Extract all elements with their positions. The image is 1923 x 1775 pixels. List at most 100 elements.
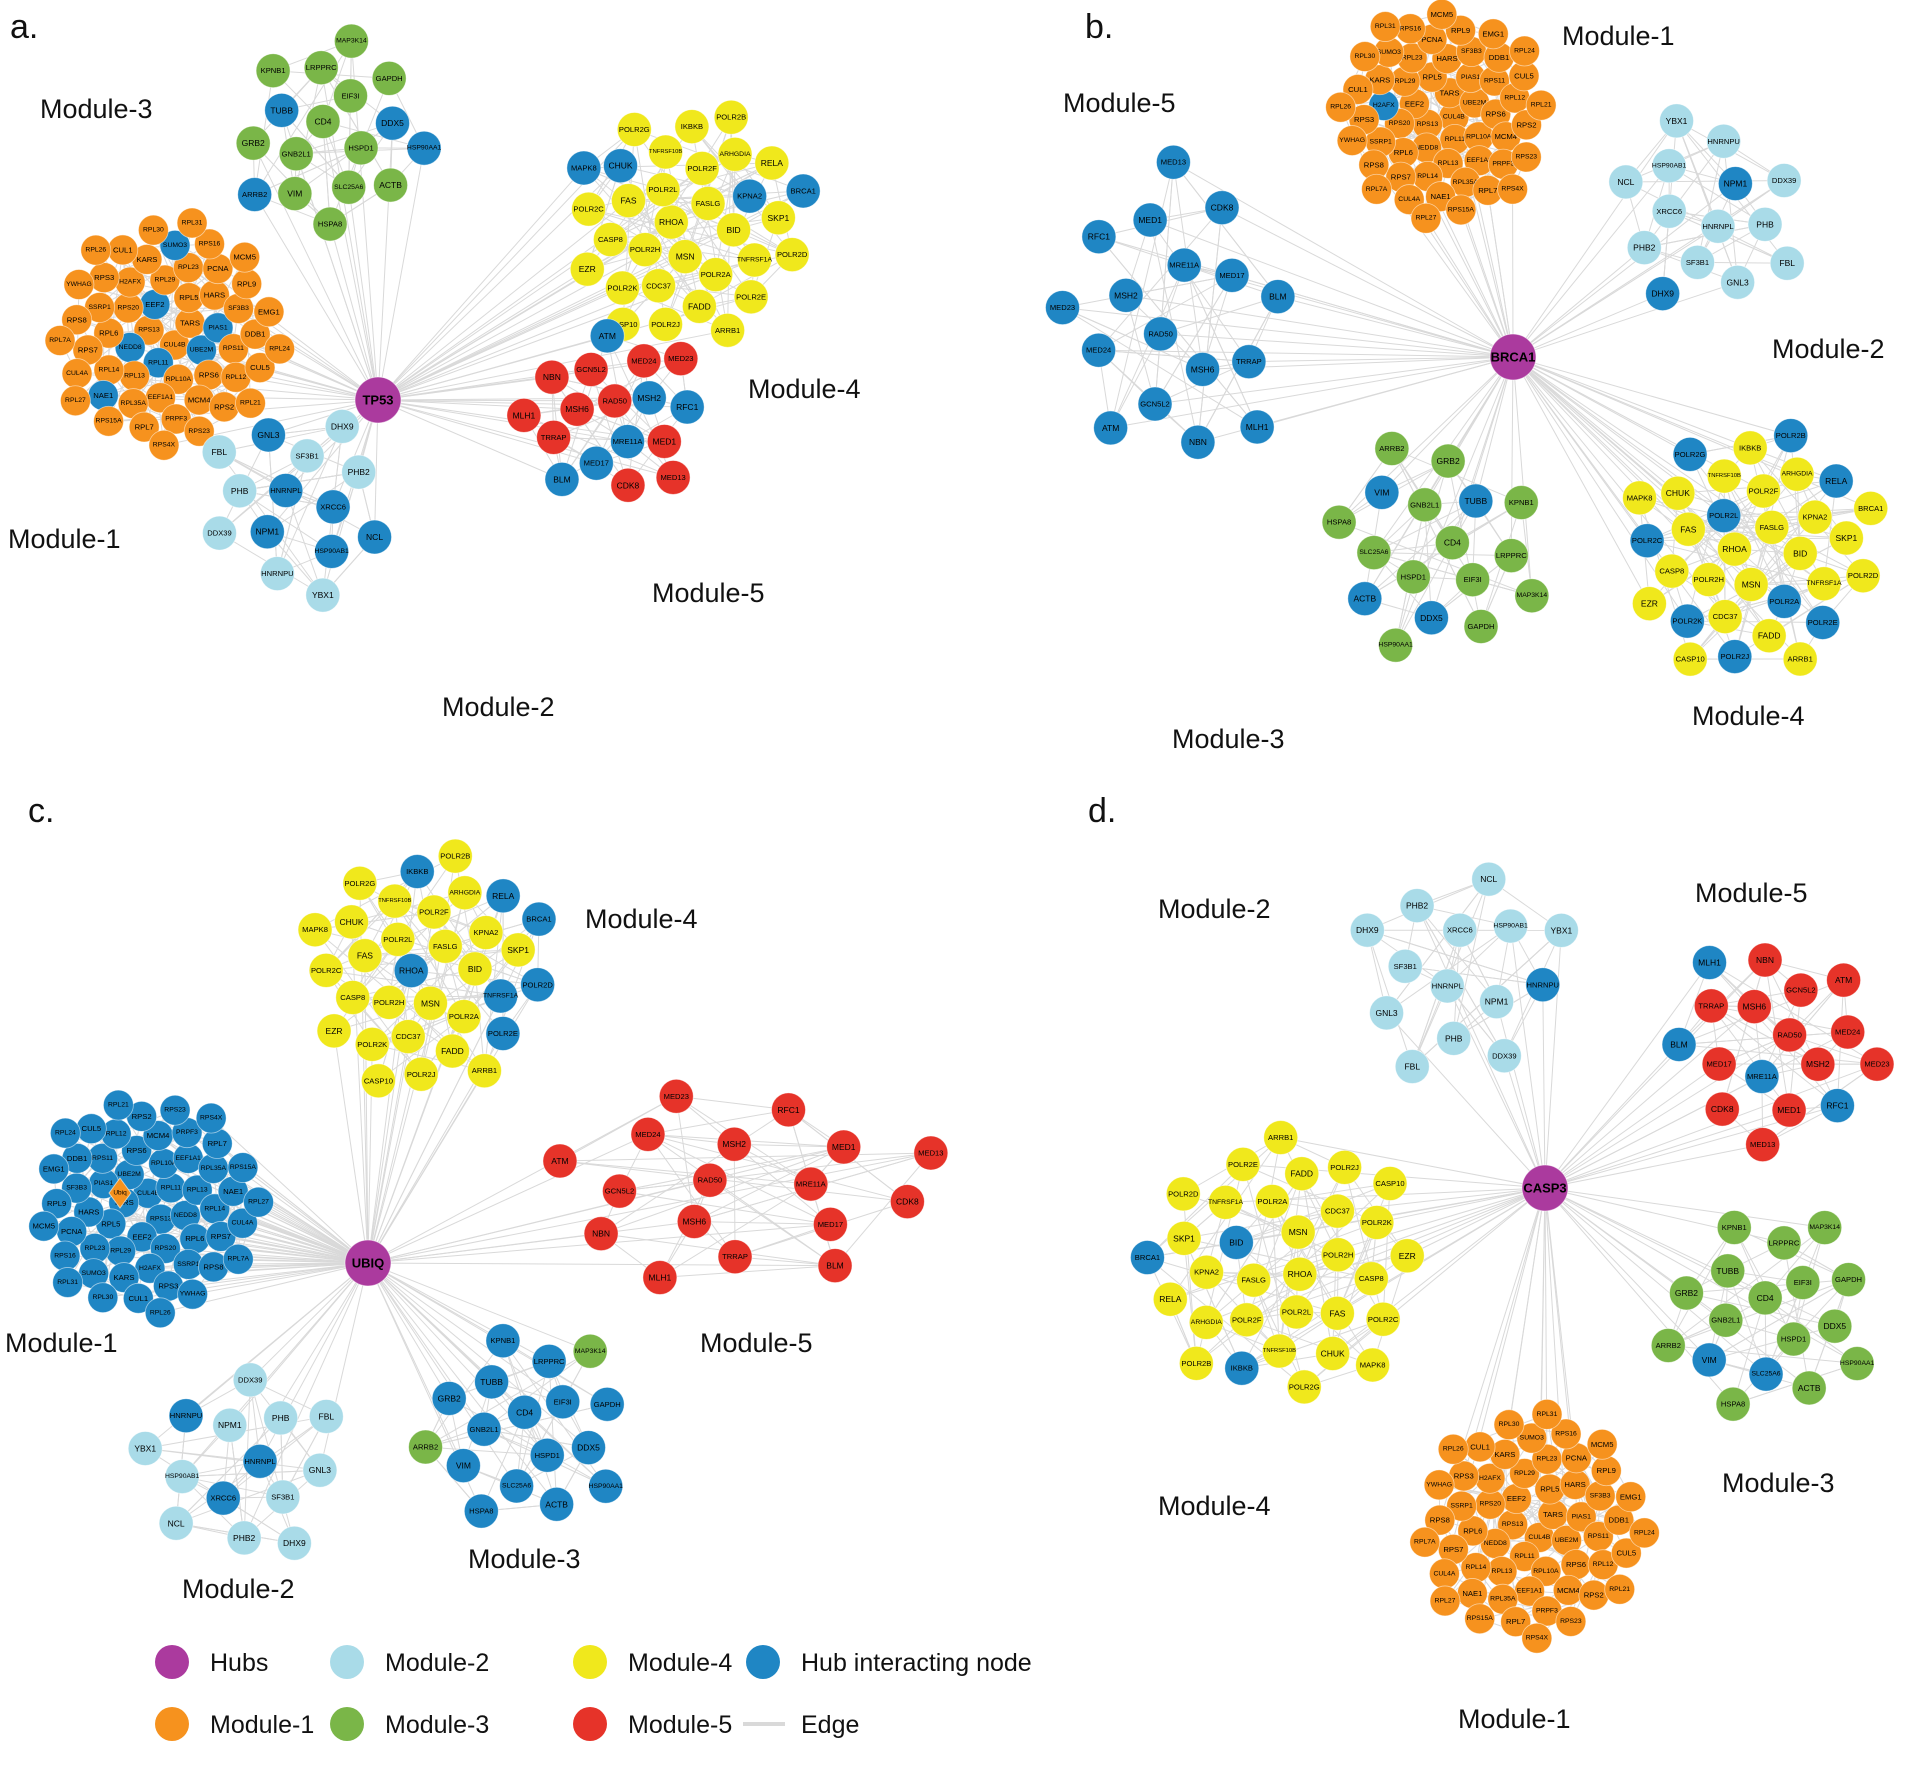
- network-node[interactable]: CUL1: [1464, 1431, 1496, 1463]
- network-node[interactable]: ACTB: [1791, 1370, 1827, 1406]
- network-node[interactable]: ARRB2: [237, 177, 273, 212]
- network-node[interactable]: FADD: [1284, 1156, 1320, 1192]
- network-node[interactable]: MED24: [1081, 332, 1117, 368]
- network-node[interactable]: SF3B3: [1584, 1480, 1616, 1512]
- special-node-ubiq[interactable]: Ubiq: [108, 1177, 132, 1209]
- network-node[interactable]: MAP3K14: [572, 1333, 608, 1369]
- network-node[interactable]: HSP90AA1: [1378, 627, 1413, 663]
- network-node[interactable]: YWHAG: [1423, 1469, 1455, 1501]
- network-node[interactable]: RPS15A: [93, 405, 124, 437]
- network-node[interactable]: EMG1: [38, 1153, 70, 1185]
- network-node[interactable]: MSH2: [1108, 277, 1144, 313]
- network-node[interactable]: RPS2: [208, 391, 240, 423]
- network-node[interactable]: BLM: [1661, 1027, 1697, 1062]
- network-node[interactable]: POLR2L: [645, 172, 681, 208]
- network-node[interactable]: TUBB: [474, 1364, 509, 1400]
- network-node[interactable]: EZR: [1389, 1238, 1425, 1274]
- network-node[interactable]: MLH1: [506, 397, 542, 433]
- network-node[interactable]: PCNA: [1560, 1442, 1592, 1474]
- network-node[interactable]: ATM: [1093, 410, 1129, 446]
- network-node[interactable]: RPS16: [1550, 1418, 1582, 1450]
- network-node[interactable]: DDX39: [1486, 1038, 1522, 1074]
- network-node[interactable]: RFC1: [771, 1092, 806, 1128]
- network-node[interactable]: POLR2B: [1178, 1345, 1214, 1381]
- network-node[interactable]: CD4: [1434, 525, 1470, 561]
- network-node[interactable]: FADD: [681, 289, 717, 324]
- hub-node[interactable]: TP53: [354, 376, 402, 424]
- network-node[interactable]: FASLG: [690, 186, 726, 221]
- network-node[interactable]: CUL4A: [61, 358, 93, 389]
- network-node[interactable]: MED1: [826, 1129, 862, 1165]
- network-node[interactable]: DDX5: [571, 1430, 606, 1466]
- network-node[interactable]: TRRAP: [536, 419, 572, 455]
- network-node[interactable]: RPL21: [1604, 1573, 1636, 1605]
- network-node[interactable]: RPL31: [52, 1267, 84, 1298]
- network-node[interactable]: HNRNPU: [1706, 123, 1742, 159]
- network-node[interactable]: RPL7: [201, 1128, 233, 1159]
- network-node[interactable]: RPS16: [49, 1240, 81, 1272]
- network-node[interactable]: RHOA: [1282, 1256, 1318, 1292]
- network-node[interactable]: RPL21: [235, 387, 266, 419]
- network-node[interactable]: HSPA8: [312, 206, 348, 242]
- network-node[interactable]: YWHAG: [63, 269, 95, 300]
- network-node[interactable]: TRRAP: [1693, 988, 1729, 1024]
- network-node[interactable]: YBX1: [1659, 103, 1694, 139]
- network-node[interactable]: FASLG: [427, 928, 463, 964]
- network-node[interactable]: MED23: [658, 1078, 694, 1114]
- network-node[interactable]: POLR2D: [774, 237, 810, 273]
- network-node[interactable]: RPL27: [243, 1186, 274, 1218]
- network-node[interactable]: RPS23: [159, 1094, 191, 1126]
- network-node[interactable]: POLR2C: [308, 952, 344, 988]
- network-node[interactable]: CUL4A: [227, 1207, 258, 1239]
- network-node[interactable]: MED24: [1830, 1014, 1866, 1050]
- network-node[interactable]: CD4: [507, 1394, 542, 1430]
- network-node[interactable]: TRRAP: [1231, 344, 1267, 380]
- network-node[interactable]: TNFRSF10B: [1261, 1333, 1297, 1369]
- network-node[interactable]: CASP10: [360, 1063, 396, 1099]
- network-node[interactable]: POLR2J: [403, 1056, 439, 1092]
- network-node[interactable]: MED23: [1859, 1046, 1895, 1082]
- network-node[interactable]: CASP10: [1372, 1166, 1408, 1201]
- network-node[interactable]: SSRP1: [172, 1248, 204, 1280]
- network-node[interactable]: RPL13: [119, 360, 150, 392]
- network-node[interactable]: HNRNPL: [268, 473, 304, 508]
- network-node[interactable]: XRCC6: [1442, 912, 1478, 948]
- network-node[interactable]: CHUK: [1660, 475, 1696, 511]
- network-node[interactable]: KPNA2: [1797, 499, 1833, 535]
- network-node[interactable]: MSN: [667, 239, 703, 275]
- network-node[interactable]: RPS23: [183, 415, 215, 447]
- network-node[interactable]: ATM: [1826, 962, 1861, 998]
- network-node[interactable]: HSP90AB1: [314, 534, 349, 569]
- network-node[interactable]: LRPPRC: [1493, 538, 1529, 574]
- network-node[interactable]: CHUK: [334, 904, 369, 940]
- network-node[interactable]: FBL: [1394, 1049, 1430, 1084]
- network-node[interactable]: CASP8: [593, 222, 628, 257]
- network-node[interactable]: MCM5: [1426, 0, 1458, 30]
- network-node[interactable]: FBL: [201, 434, 237, 470]
- network-node[interactable]: CASP8: [335, 980, 371, 1015]
- network-node[interactable]: DHX9: [277, 1525, 312, 1561]
- network-node[interactable]: POLR2D: [520, 967, 556, 1003]
- network-node[interactable]: XRCC6: [315, 489, 351, 525]
- network-node[interactable]: CDC37: [641, 268, 676, 304]
- network-node[interactable]: HARS: [199, 279, 230, 311]
- network-node[interactable]: HSP90AB1: [1651, 148, 1687, 184]
- network-node[interactable]: GRB2: [431, 1381, 467, 1416]
- network-node[interactable]: ARRB2: [408, 1429, 443, 1465]
- network-node[interactable]: RPL30: [138, 214, 169, 246]
- network-node[interactable]: MLH1: [1692, 945, 1727, 980]
- network-node[interactable]: MED13: [1745, 1127, 1781, 1163]
- hub-node[interactable]: CASP3: [1521, 1164, 1569, 1212]
- network-node[interactable]: BRCA1: [1853, 490, 1889, 526]
- network-node[interactable]: FAS: [611, 183, 646, 219]
- network-node[interactable]: FAS: [347, 938, 383, 974]
- network-node[interactable]: ARRB2: [1374, 431, 1410, 466]
- network-node[interactable]: TUBB: [1458, 483, 1494, 519]
- network-node[interactable]: POLR2A: [446, 999, 482, 1035]
- network-node[interactable]: TNFRSF10B: [1706, 458, 1742, 494]
- network-node[interactable]: FAS: [1319, 1295, 1355, 1331]
- network-node[interactable]: KPNB1: [1716, 1210, 1752, 1245]
- network-node[interactable]: POLR2G: [1286, 1369, 1322, 1405]
- network-node[interactable]: FASLG: [1754, 509, 1790, 545]
- network-node[interactable]: MSN: [1733, 567, 1769, 602]
